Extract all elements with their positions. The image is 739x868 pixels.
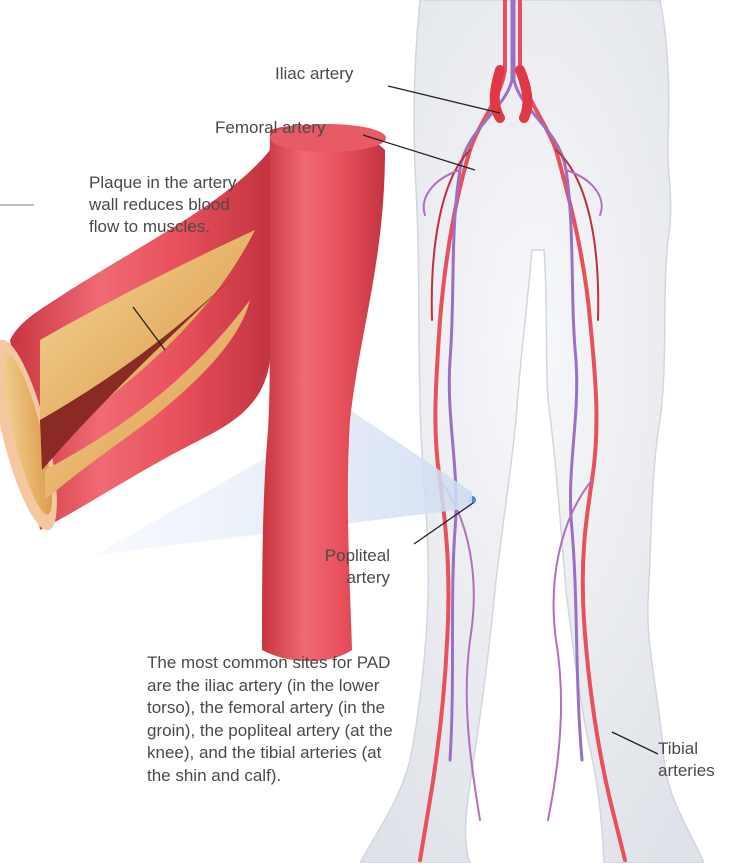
plaque-label: Plaque in the artery wall reduces blood …: [89, 172, 249, 238]
iliac-artery-label: Iliac artery: [275, 63, 353, 85]
pad-sites-caption: The most common sites for PAD are the il…: [147, 652, 397, 787]
femoral-artery-label: Femoral artery: [215, 117, 326, 139]
body-silhouette: [360, 0, 704, 863]
popliteal-artery-label: Popliteal artery: [310, 545, 390, 589]
tibial-arteries-label: Tibial arteries: [658, 738, 738, 782]
